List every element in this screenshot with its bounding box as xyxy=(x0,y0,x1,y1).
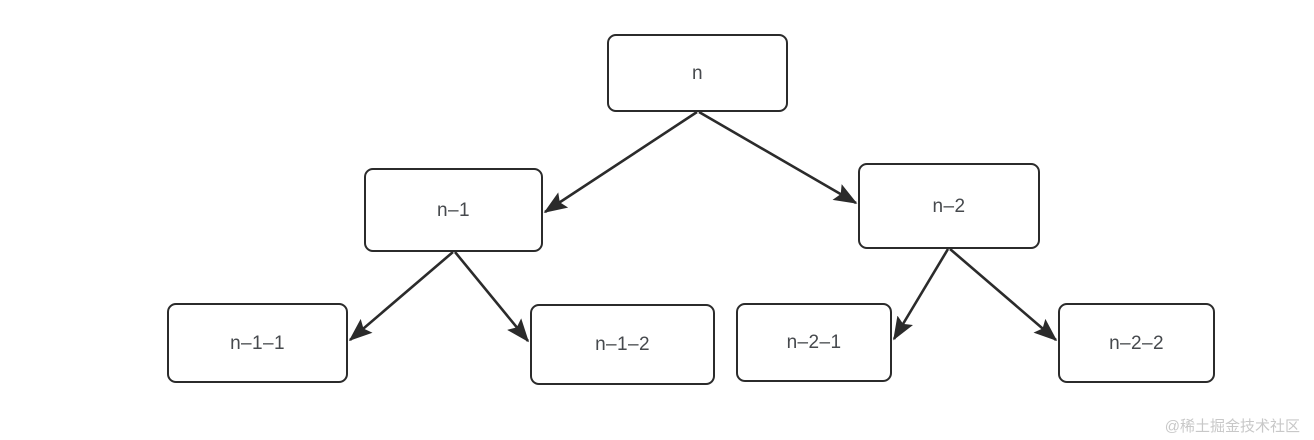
edge-n1-to-n1-2 xyxy=(453,251,530,343)
node-n-minus-2-minus-2[interactable]: n–2–2 xyxy=(1058,303,1215,383)
node-n-minus-2[interactable]: n–2 xyxy=(858,163,1040,249)
edge-n2-to-n2-1 xyxy=(892,248,950,341)
node-n-minus-1-label: n–1 xyxy=(437,199,470,221)
edge-root-to-n2 xyxy=(698,110,858,205)
node-root[interactable]: n xyxy=(607,34,788,112)
node-n-minus-1-minus-1-label: n–1–1 xyxy=(230,332,285,354)
node-n-minus-2-minus-1-label: n–2–1 xyxy=(786,332,842,353)
edge-n1-to-n1-1 xyxy=(348,251,454,342)
edge-root-to-n1 xyxy=(543,110,698,214)
node-n-minus-1-minus-1[interactable]: n–1–1 xyxy=(167,303,348,383)
node-n-minus-2-minus-1[interactable]: n–2–1 xyxy=(736,303,892,382)
node-root-label: n xyxy=(692,62,703,84)
node-n-minus-1[interactable]: n–1 xyxy=(364,168,543,252)
watermark: @稀土掘金技术社区 xyxy=(1164,418,1300,435)
node-n-minus-2-minus-2-label: n–2–2 xyxy=(1109,332,1164,354)
node-n-minus-1-minus-2-label: n–1–2 xyxy=(595,334,650,355)
edge-n2-to-n2-2 xyxy=(949,248,1058,342)
node-n-minus-1-minus-2[interactable]: n–1–2 xyxy=(530,304,715,385)
node-n-minus-2-label: n–2 xyxy=(932,195,966,217)
